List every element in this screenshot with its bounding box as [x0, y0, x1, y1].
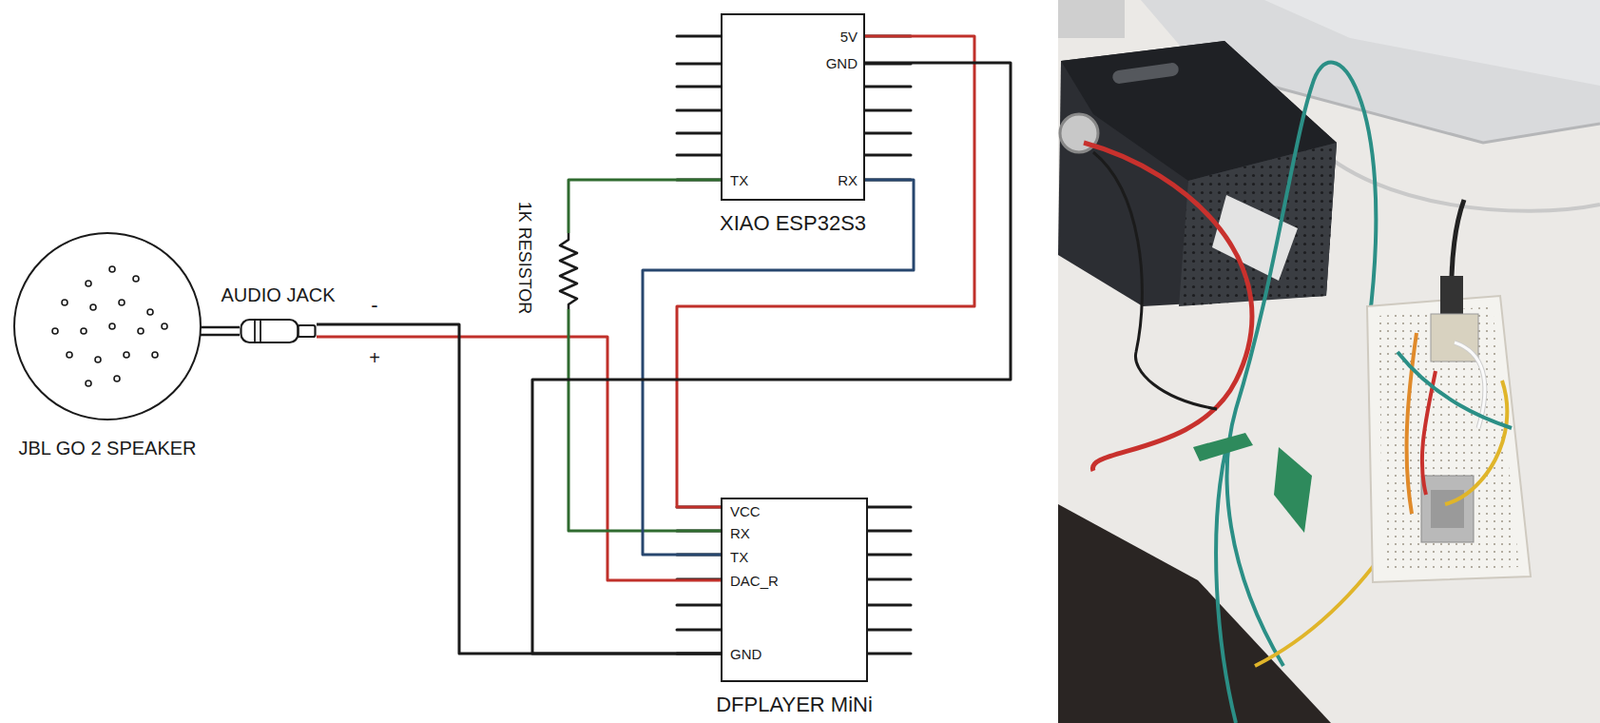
node-label: DFPLAYER MiNi: [715, 692, 873, 716]
wire-connector: [568, 179, 721, 531]
wire-connector: [316, 324, 721, 654]
node-text: AUDIO JACK: [220, 284, 335, 307]
alligator-clip: [1193, 432, 1254, 462]
breadboard-holes: [1378, 306, 1520, 573]
red-wire: [1083, 142, 1253, 471]
alligator-clip: [1273, 446, 1312, 533]
speaker-body: [1058, 40, 1337, 307]
grille-hole: [109, 323, 116, 329]
pin-stub: [865, 36, 911, 180]
node-text: XIAO ESP32S3: [719, 211, 867, 235]
resistor-ground: [557, 232, 580, 309]
grille-hole: [80, 327, 87, 334]
grille-hole: [137, 327, 144, 334]
usb-lead: [1451, 199, 1465, 276]
speaker-grille-face: [1178, 142, 1337, 307]
laptop-top: [1264, 0, 1600, 86]
speaker-grille: [52, 266, 168, 386]
grille-hole: [90, 304, 97, 310]
desk: [1058, 0, 1600, 723]
black-wire: [1093, 152, 1217, 409]
speaker-grille-dots: [1178, 142, 1337, 307]
pin-stub: [867, 506, 911, 654]
grille-hole: [114, 375, 120, 382]
node-label: AUDIO JACK: [220, 284, 335, 307]
pin-name: VCC: [730, 503, 761, 519]
audio-jack: AUDIO JACK: [239, 317, 317, 345]
pin-name: TX: [730, 549, 749, 564]
pin-name: 5V: [840, 29, 858, 44]
polarity-mark: +: [368, 347, 381, 367]
jack-outline: [239, 317, 317, 345]
yellow-wire: [1445, 380, 1507, 504]
grille-hole: [85, 380, 92, 386]
node-text: JBL GO 2 SPEAKER: [18, 437, 196, 460]
resistor-symbol: [559, 232, 578, 309]
grille-hole: [152, 351, 158, 358]
wire-connector: [200, 327, 240, 335]
teal-wire: [1215, 446, 1236, 723]
floor: [1058, 503, 1331, 723]
node-label: JBL GO 2 SPEAKER: [18, 437, 196, 460]
node-label: XIAO ESP32S3: [719, 211, 867, 235]
polarity-mark: -: [370, 294, 378, 316]
grille-hole: [147, 308, 154, 315]
grille-hole: [133, 275, 139, 282]
desk-object: [1058, 0, 1125, 39]
grille-hole: [85, 280, 92, 287]
grille-hole: [161, 323, 168, 329]
teal-wire: [1397, 351, 1512, 428]
pin-name: RX: [730, 525, 751, 540]
speaker-slot: [1111, 61, 1179, 85]
breadboard: [1367, 295, 1531, 582]
grille-hole: [118, 299, 125, 306]
node-text: DFPLAYER MiNi: [715, 692, 873, 716]
grille-hole: [61, 299, 68, 306]
wire-connector: [532, 62, 1011, 654]
jack-body: [241, 319, 299, 343]
wire-connector: [316, 336, 721, 580]
photo: [1058, 0, 1600, 723]
usb-cable: [1311, 142, 1600, 212]
sd-module: [1421, 475, 1474, 542]
grille-hole: [66, 351, 73, 358]
jack-ring: [254, 320, 261, 342]
grille-hole: [52, 327, 58, 334]
pin-stub: [676, 36, 721, 180]
pin-name: GND: [730, 646, 762, 661]
grille-hole: [123, 351, 130, 358]
pin-stubs: [676, 36, 911, 654]
pin-name: DAC_R: [730, 573, 779, 588]
grille-hole: [109, 266, 116, 272]
pin-name: GND: [826, 56, 858, 71]
speaker-circle: JBL GO 2 SPEAKER: [13, 231, 202, 421]
usb-plug: [1440, 275, 1464, 314]
grille-hole: [95, 356, 101, 363]
jack-tip: [298, 325, 316, 337]
orange-wire: [1407, 332, 1417, 514]
pin-name: TX: [730, 173, 749, 188]
sd-slot: [1430, 489, 1465, 528]
teal-wire: [1227, 62, 1377, 666]
resistor-label: 1K RESISTOR: [516, 201, 534, 315]
pin-name: RX: [837, 173, 858, 188]
